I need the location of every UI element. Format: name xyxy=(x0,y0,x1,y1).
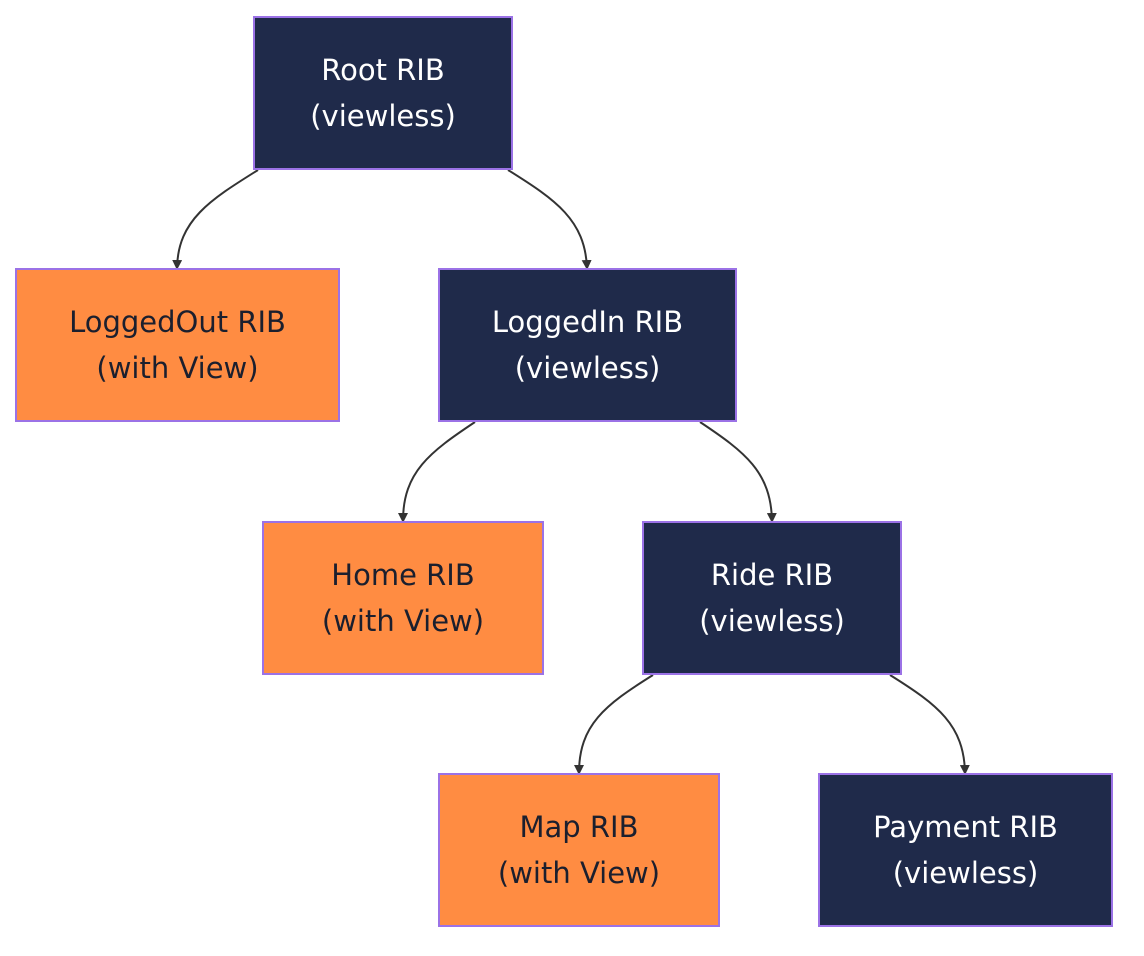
edge-ride-to-payment xyxy=(889,674,970,775)
home-rib-node: Home RIB (with View) xyxy=(262,521,544,675)
loggedin-rib-node: LoggedIn RIB (viewless) xyxy=(438,268,737,422)
node-subtitle: (viewless) xyxy=(699,604,845,638)
loggedout-rib-node: LoggedOut RIB (with View) xyxy=(15,268,340,422)
node-title: LoggedIn RIB xyxy=(491,305,684,339)
edge-root-to-loggedin xyxy=(507,169,592,270)
payment-rib-node: Payment RIB (viewless) xyxy=(818,773,1113,927)
edge-loggedin-to-ride xyxy=(699,421,777,523)
edge-loggedin-to-home xyxy=(398,421,476,523)
node-subtitle: (viewless) xyxy=(892,856,1039,890)
ride-rib-node: Ride RIB (viewless) xyxy=(642,521,902,675)
node-title: Home RIB xyxy=(331,558,475,592)
node-title: LoggedOut RIB xyxy=(69,305,286,339)
node-subtitle: (with View) xyxy=(497,856,661,890)
node-subtitle: (viewless) xyxy=(514,351,661,385)
node-title: Ride RIB xyxy=(710,558,834,592)
node-title: Payment RIB xyxy=(873,810,1058,844)
node-subtitle: (viewless) xyxy=(310,99,456,133)
node-subtitle: (with View) xyxy=(96,351,259,385)
node-title: Map RIB xyxy=(519,810,639,844)
edge-ride-to-map xyxy=(574,674,654,775)
root-rib-node: Root RIB (viewless) xyxy=(253,16,513,170)
node-title: Root RIB xyxy=(321,53,445,87)
map-rib-node: Map RIB (with View) xyxy=(438,773,720,927)
edge-root-to-loggedout xyxy=(172,169,259,270)
node-subtitle: (with View) xyxy=(321,604,485,638)
